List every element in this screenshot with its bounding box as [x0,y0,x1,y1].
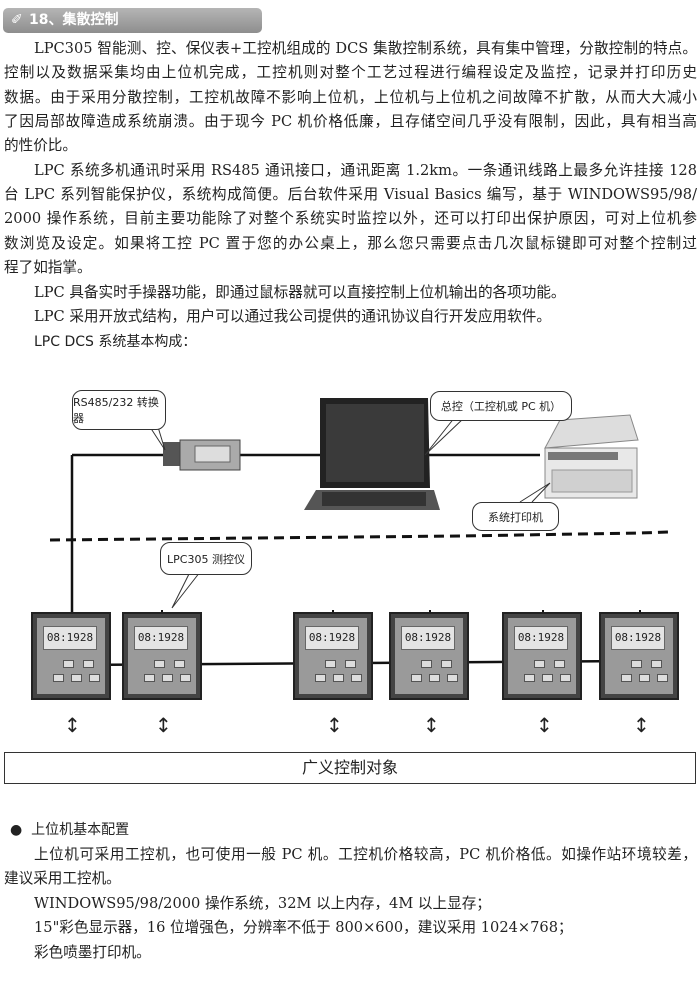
paragraph-line: LPC 采用开放式结构，用户可以通过我公司提供的通讯协议自行开发应用软件。 [34,308,551,325]
lpc305-instrument: 08:1928 [502,612,582,700]
paragraph-line: 数据。由于采用分散控制，工控机故障不影响上位机，上位机与上位机之间故障不扩散，从… [4,89,697,106]
paragraph-line: 台 LPC 系列智能保护仪，系统构成简便。后台软件采用 Visual Basic… [4,186,697,203]
lpc305-instrument: 08:1928 [293,612,373,700]
config-heading: 上位机基本配置 [31,822,130,838]
config-line: WINDOWS95/98/2000 操作系统，32M 以上内存，4M 以上显存； [34,895,491,912]
diagram-heading: LPC DCS 系统基本构成： [34,334,197,350]
bidirectional-arrow-icon: ↕ [326,713,343,737]
dcs-diagram: RS485/232 转换器 总控（工控机或 PC 机） 系统打印机 LPC305… [0,370,700,790]
paragraph-line: 的性价比。 [4,137,77,154]
bidirectional-arrow-icon: ↕ [423,713,440,737]
callout-instrument: LPC305 测控仪 [160,542,252,575]
printer-image [544,414,639,499]
config-heading-row: ● 上位机基本配置 [10,818,690,842]
book-icon: ✐ [11,12,23,28]
converter-device [163,439,241,471]
paragraph-line: LPC 系统多机通讯时采用 RS485 通讯接口，通讯距离 1.2km。一条通讯… [34,162,697,179]
lpc305-instrument: 08:1928 [31,612,111,700]
laptop-image [304,398,440,510]
config-line: 15"彩色显示器，16 位增强色，分辨率不低于 800×600，建议采用 102… [34,919,573,936]
instrument-display: 08:1928 [401,626,455,650]
instrument-display: 08:1928 [305,626,359,650]
instrument-display: 08:1928 [134,626,188,650]
bidirectional-arrow-icon: ↕ [536,713,553,737]
callout-printer: 系统打印机 [472,502,559,531]
paragraph-line: 了因局部故障造成系统崩溃。由于现今 PC 机价格低廉，且存储空间几乎没有限制，因… [4,113,697,130]
bullet-icon: ● [10,822,23,838]
callout-master: 总控（工控机或 PC 机） [430,391,572,421]
instrument-display: 08:1928 [43,626,97,650]
bidirectional-arrow-icon: ↕ [155,713,172,737]
lpc305-instrument: 08:1928 [599,612,679,700]
section-title: 18、集散控制 [29,12,119,28]
paragraph-line: 控制以及数据采集均由上位机完成，工控机则对整个工艺过程进行编程设定及监控，记录并… [4,64,697,81]
bidirectional-arrow-icon: ↕ [633,713,650,737]
config-line: 彩色喷墨打印机。 [34,944,151,961]
lpc305-instrument: 08:1928 [122,612,202,700]
diagram-wiring [49,398,669,667]
lpc305-instrument: 08:1928 [389,612,469,700]
config-line: 建议采用工控机。 [4,870,121,887]
instrument-display: 08:1928 [514,626,568,650]
config-line: 上位机可采用工控机，也可使用一般 PC 机。工控机价格较高，PC 机价格低。如操… [34,846,697,863]
paragraph-line: 2000 操作系统，目前主要功能除了对整个系统实时监控以外，还可以打印出保护原因… [4,210,697,227]
paragraph-line: LPC305 智能测、控、保仪表+工控机组成的 DCS 集散控制系统，具有集中管… [34,40,697,57]
bidirectional-arrow-icon: ↕ [64,713,81,737]
paragraph-line: 数浏览及设定。如果将工控 PC 置于您的办公桌上，那么您只需要点击几次鼠标键即可… [4,235,697,252]
dashed-divider [49,530,669,542]
paragraph-line: LPC 具备实时手操器功能，即通过鼠标器就可以直接控制上位机输出的各项功能。 [34,284,566,301]
section-title-bar: ✐ 18、集散控制 [3,8,262,33]
paragraph-line: 程了如指掌。 [4,259,92,276]
callout-converter: RS485/232 转换器 [72,390,166,430]
control-target-box: 广义控制对象 [4,752,696,784]
instrument-display: 08:1928 [611,626,665,650]
